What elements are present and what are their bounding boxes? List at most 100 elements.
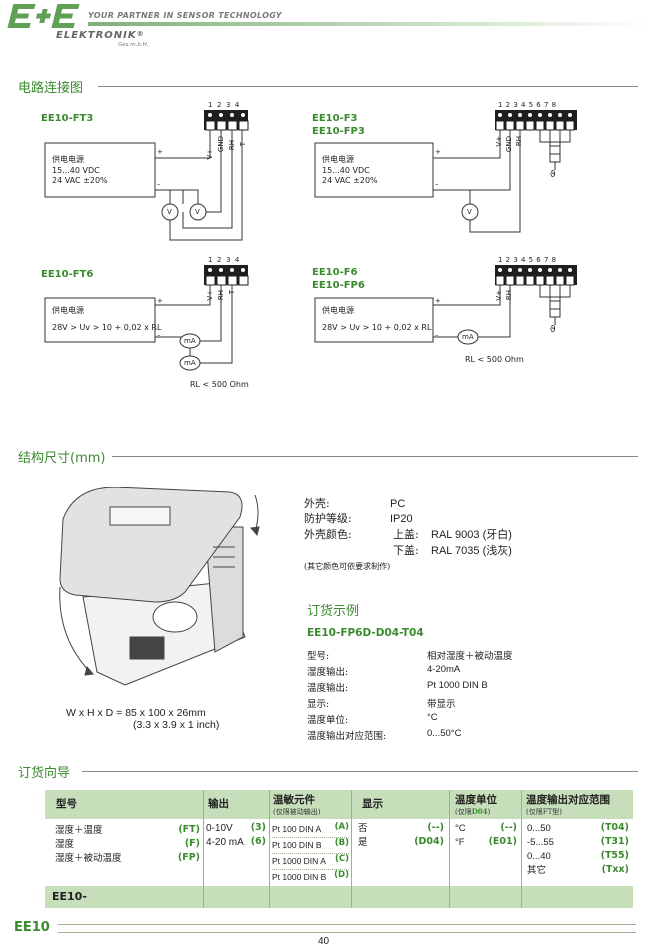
minus-sign: –: [157, 180, 161, 188]
psu-label: 供电电源: [52, 306, 84, 315]
column-divider: [351, 790, 352, 908]
cover-top-value: RAL 9003 (牙白): [431, 529, 512, 541]
color-note: (其它颜色可依要求制作): [304, 562, 391, 571]
display-option-code: (D04): [414, 836, 444, 847]
psu-voltage: 15...40 VDC: [52, 166, 100, 175]
sensor-option-name: Pt 100 DIN B: [272, 840, 322, 850]
model-option-name: 湿度: [55, 839, 75, 850]
psu-label: 供电电源: [322, 155, 354, 164]
header-unit: 温度单位: [455, 794, 497, 806]
temperature-symbol: ϑ: [550, 325, 556, 335]
range-option-code: (T55): [600, 850, 629, 861]
range-option-code: (T04): [600, 822, 629, 833]
pin-label: GND: [217, 136, 225, 153]
output-options: 0-10V(3) 4-20 mA(6): [206, 822, 266, 850]
example-label: 温度输出对应范围:: [307, 731, 387, 742]
sensor-option-code: (C): [334, 854, 349, 864]
pin-label: T: [239, 142, 247, 147]
range-option-name: 其它: [527, 865, 547, 876]
cover-bottom-value: RAL 7035 (浅灰): [431, 545, 512, 557]
pin-label: RH: [505, 290, 513, 301]
table-footer-row: [45, 886, 633, 908]
model-option-name: 湿度＋被动温度: [55, 853, 122, 864]
minus-sign: –: [435, 331, 439, 339]
protection-label: 防护等级:: [304, 512, 352, 525]
display-option-name: 否: [358, 823, 368, 834]
output-option-name: 0-10V: [206, 823, 233, 834]
sensor-option-name: Pt 100 DIN A: [272, 824, 322, 834]
example-label: 显示:: [307, 699, 330, 710]
section-title-dimensions: 结构尺寸(mm): [18, 451, 106, 466]
ammeter-label: mA: [462, 333, 474, 341]
section-title-circuit: 电路连接图: [18, 81, 84, 96]
voltmeter-label: V: [167, 208, 172, 216]
pin-numbers-f3: 12345678: [498, 101, 560, 109]
range-option-name: 0...50: [527, 823, 551, 834]
model-label-fp6: EE10-FP6: [312, 280, 365, 291]
pin-label: RH: [515, 136, 523, 147]
housing-drawing: [55, 486, 265, 687]
output-option-code: (3): [250, 822, 266, 833]
pin-label: T: [228, 290, 236, 295]
pin-numbers-ft6: 1234: [208, 256, 244, 264]
column-divider: [269, 790, 270, 908]
company-logo: [6, 2, 96, 30]
pin-label: RH: [228, 140, 236, 151]
temperature-symbol: ϑ: [550, 170, 556, 180]
page-number: 40: [318, 936, 330, 947]
psu-voltage: 15...40 VDC: [322, 166, 370, 175]
pin-label: V+: [495, 290, 503, 301]
display-option-code: (--): [427, 822, 444, 833]
wiring-diagram-ft3: 1234 V+ GND RH T 供电电源 15...40 VDC 24 VAC…: [40, 100, 270, 250]
header-range-note: (仅限FT型): [526, 808, 562, 816]
example-label: 型号:: [307, 651, 330, 662]
pin-numbers-ft3: 1234: [208, 101, 244, 109]
housing-value: PC: [390, 498, 406, 510]
column-divider: [203, 790, 204, 908]
load-resistance: RL < 500 Ohm: [190, 380, 249, 389]
footer-product: EE10: [14, 920, 50, 935]
order-example-list: 型号:相对湿度＋被动温度 湿度输出:4-20mA 温度输出:Pt 1000 DI…: [307, 648, 627, 744]
dimension-mm: W x H x D = 85 x 100 x 26mm: [66, 707, 206, 719]
psu-voltage-ac: 24 VAC ±20%: [52, 176, 108, 185]
unit-option-name: °C: [455, 823, 466, 834]
header-display: 显示: [362, 798, 383, 810]
psu-condition: 28V > Uv > 10 + 0,02 x RL: [52, 323, 162, 332]
header-bar: [88, 22, 650, 26]
dimension-inch: (3.3 x 3.9 x 1 inch): [133, 719, 220, 731]
sensor-option-name: Pt 1000 DIN A: [272, 856, 326, 866]
example-value: 4-20mA: [427, 664, 461, 675]
sensor-option-code: (B): [334, 838, 349, 848]
plus-sign: +: [157, 148, 163, 156]
cover-top-label: 上盖:: [393, 528, 419, 541]
range-option-name: -5...55: [527, 837, 554, 848]
plus-sign: +: [435, 148, 441, 156]
footer-rule: [58, 924, 636, 925]
footer-rule: [58, 932, 636, 933]
column-divider: [449, 790, 450, 908]
range-option-code: (T31): [600, 836, 629, 847]
example-label: 温度输出:: [307, 683, 349, 694]
header-sensor: 温敏元件: [273, 794, 315, 806]
plus-sign: +: [157, 297, 163, 305]
legal-form: Ges.m.b.H.: [118, 42, 149, 48]
range-option-name: 0...40: [527, 851, 551, 862]
section-rule: [98, 86, 638, 87]
display-options: 否 (--) 是 (D04): [358, 822, 444, 850]
model-label-fp3: EE10-FP3: [312, 126, 365, 137]
housing-label: 外壳:: [304, 497, 330, 510]
header-output: 输出: [208, 798, 229, 810]
psu-voltage-ac: 24 VAC ±20%: [322, 176, 378, 185]
display-option-name: 是: [358, 837, 368, 848]
order-example-code: EE10-FP6D-D04-T04: [307, 627, 424, 639]
model-label-ft3: EE10-FT3: [41, 113, 94, 124]
pin-label: V+: [206, 149, 214, 160]
company-name: ELEKTRONIK®: [56, 30, 145, 41]
wiring-diagram-ft6: 1234 V+ RH T 供电电源 28V > Uv > 10 + 0,02 x…: [40, 255, 270, 395]
tagline: YOUR PARTNER IN SENSOR TECHNOLOGY: [88, 11, 282, 20]
model-option-name: 湿度＋温度: [55, 825, 103, 836]
color-label: 外壳颜色:: [304, 528, 352, 541]
header-unit-note: (仅限D04): [455, 807, 491, 816]
header-range: 温度输出对应范围: [526, 794, 610, 806]
model-option-code: (F): [184, 838, 200, 849]
